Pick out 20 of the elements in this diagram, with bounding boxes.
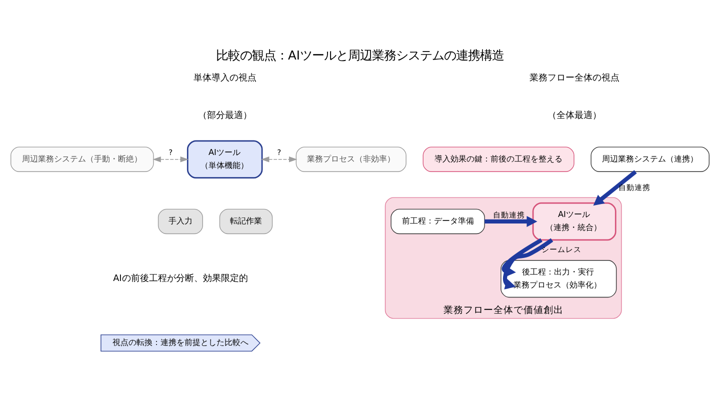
- label: （部分最適）: [198, 110, 252, 121]
- node-box: 前工程：データ準備: [390, 208, 485, 234]
- label: 単体導入の視点: [193, 73, 256, 84]
- arrow: [593, 170, 637, 206]
- label: 業務フロー全体の視点: [529, 73, 620, 84]
- arrow: [484, 216, 538, 228]
- node-box: 周辺業務システム（連携）: [590, 146, 710, 172]
- diagram-title: 比較の観点：AIツールと周辺業務システムの連携構造: [216, 48, 504, 62]
- node-box: 転記作業: [219, 208, 273, 234]
- label: AIの前後工程が分断、効果限定的: [113, 274, 248, 284]
- arrow: [261, 156, 298, 162]
- node-box: 周辺業務システム（手動・断絶）: [10, 146, 154, 172]
- arrow: [152, 156, 189, 162]
- node-box: 導入効果の鍵：前後の工程を整える: [422, 146, 574, 172]
- node-box: AIツール （連携・統合）: [532, 202, 616, 241]
- node-box: 後工程：出力・実行 業務プロセス（効率化）: [500, 260, 617, 298]
- label: （全体最適）: [547, 110, 602, 121]
- node-box: 手入力: [158, 208, 203, 234]
- node-box: AIツール （単体機能）: [186, 140, 263, 178]
- node-box: 業務プロセス（非効率）: [296, 146, 406, 172]
